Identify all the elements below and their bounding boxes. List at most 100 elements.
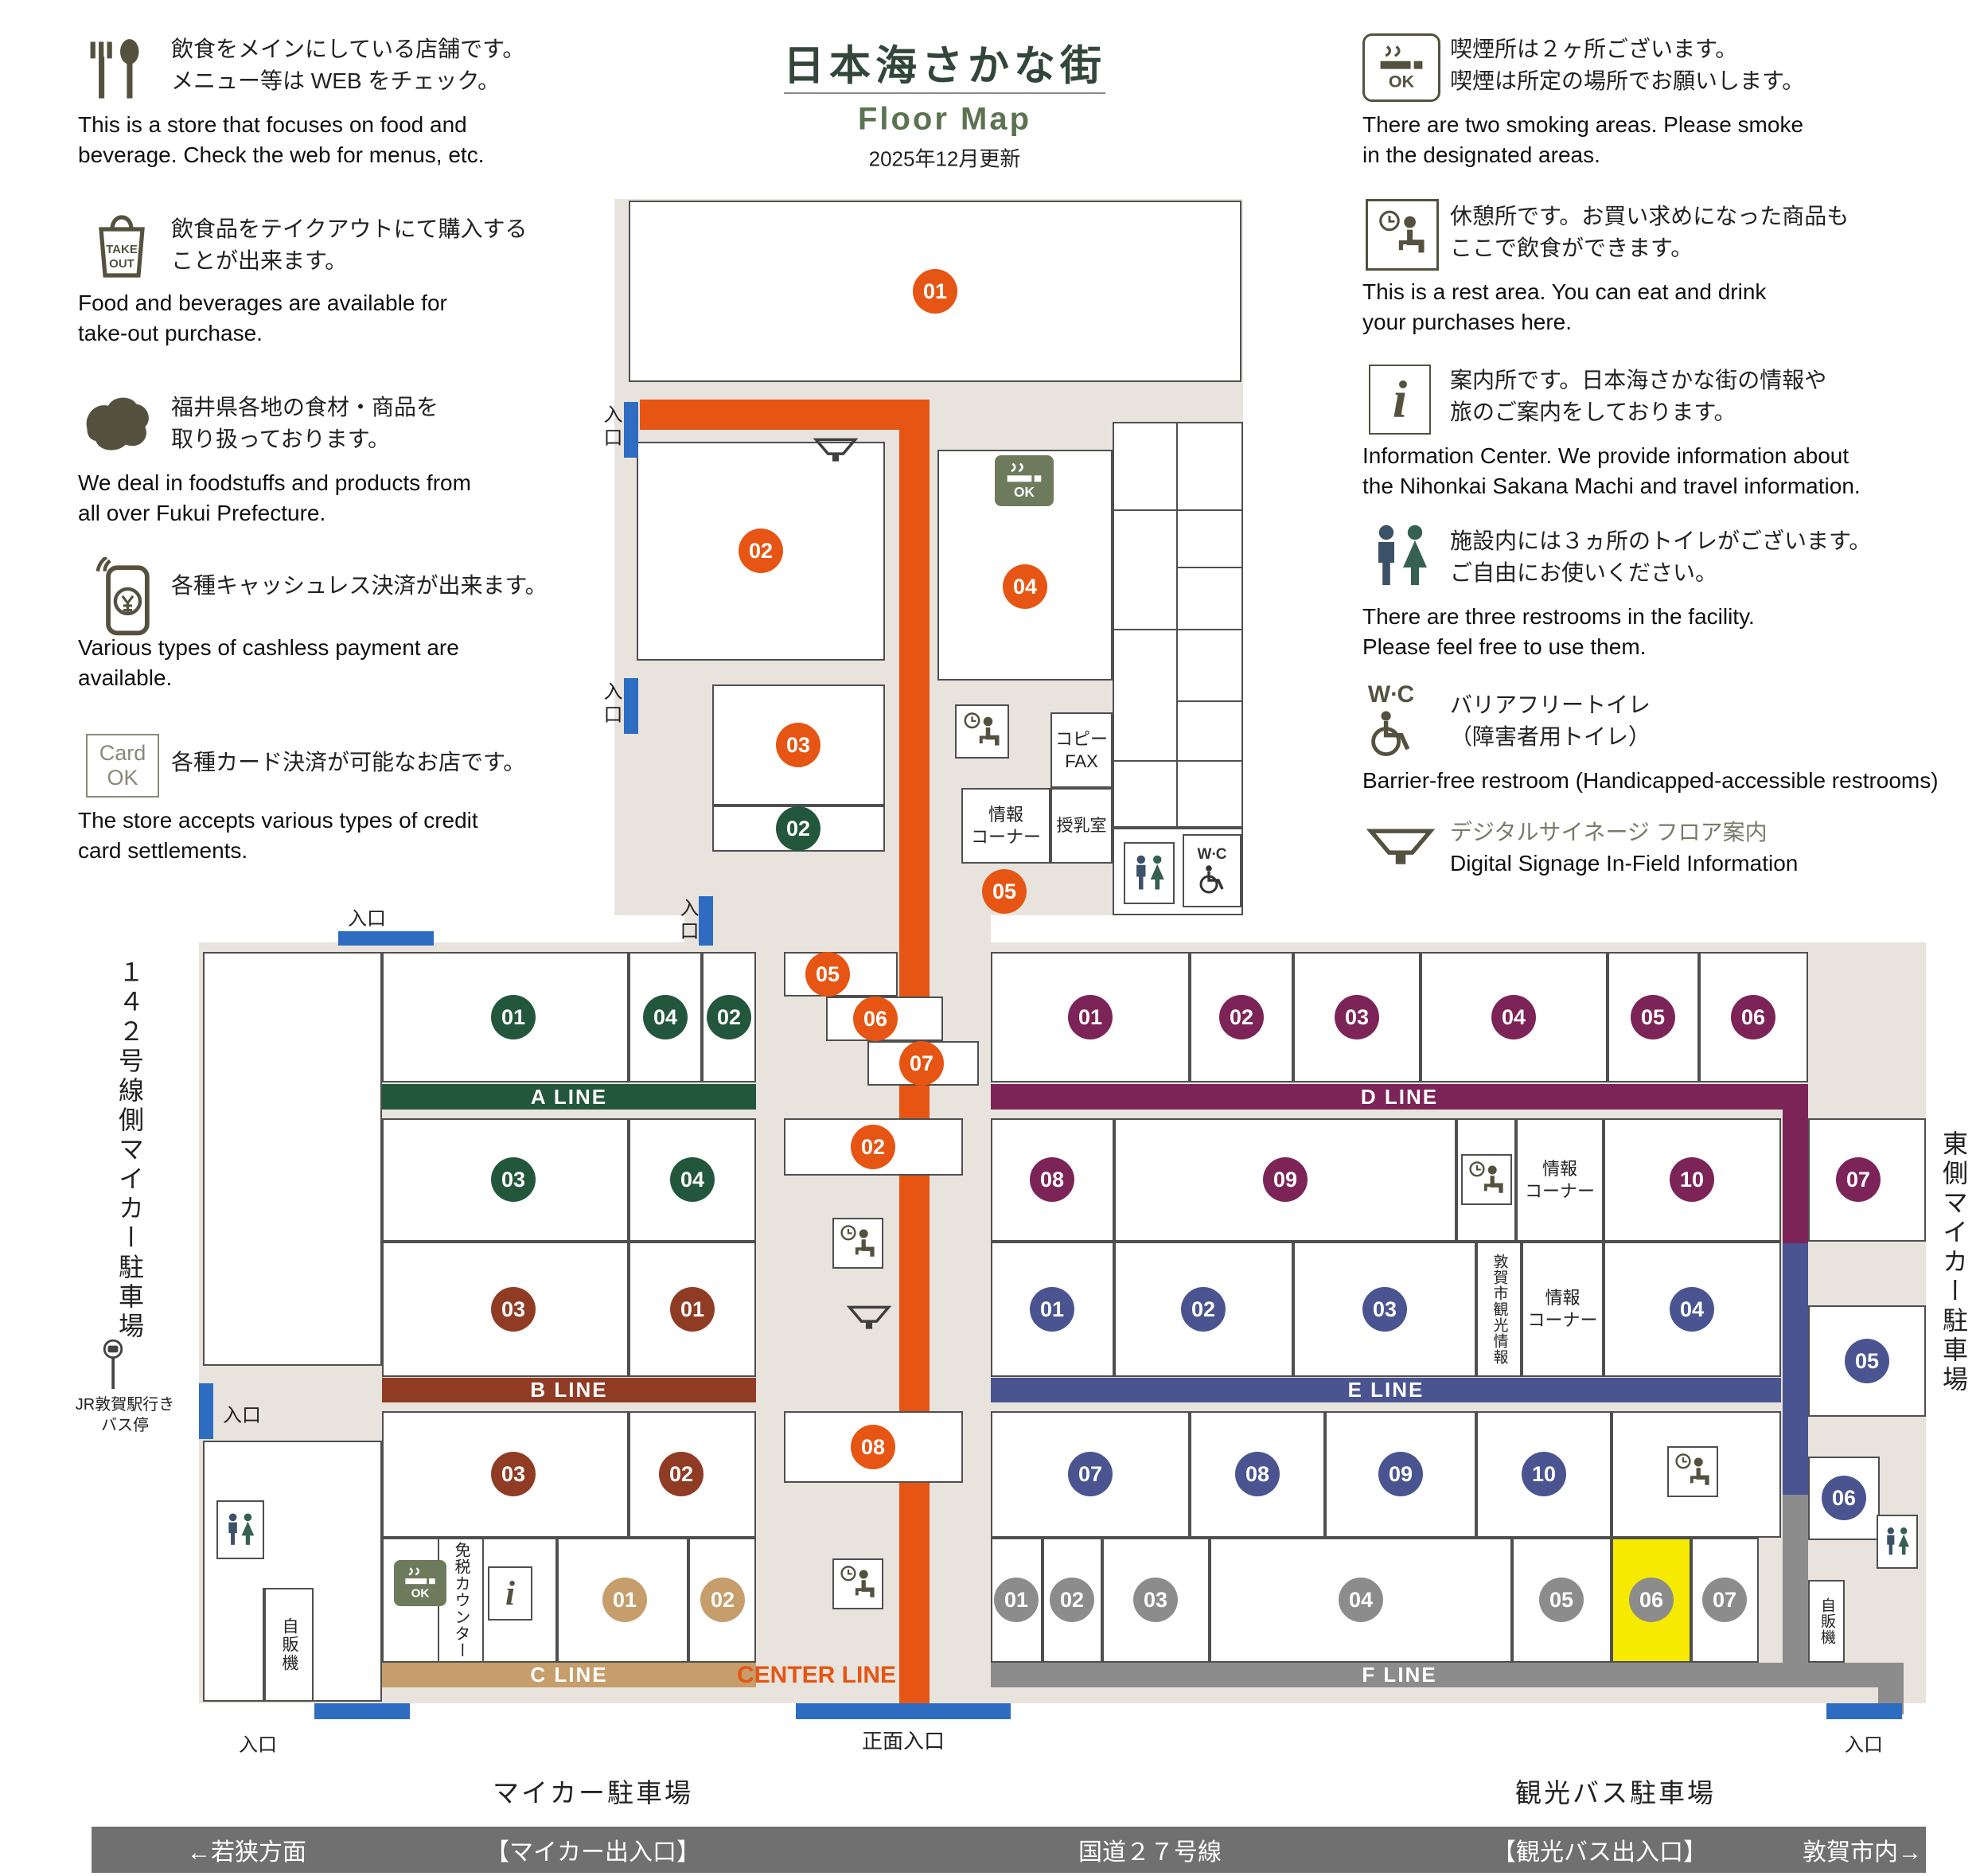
legend-info-jp: 案内所です。日本海さかな街の情報や旅のご案内をしております。 bbox=[1450, 368, 1827, 424]
store-f-02: 02 bbox=[1050, 1578, 1094, 1622]
bus-stop-label: JR敦賀駅行きバス停 bbox=[75, 1396, 175, 1434]
signage-icon bbox=[812, 436, 859, 469]
store-top-05: 05 bbox=[982, 869, 1027, 914]
page-subtitle: Floor Map bbox=[857, 101, 1032, 137]
room-divider bbox=[1176, 700, 1243, 702]
takeout-icon bbox=[89, 209, 154, 286]
entrance-label: 入口 bbox=[239, 1734, 277, 1756]
f-line-path bbox=[1808, 1663, 1904, 1687]
cashless-icon bbox=[94, 557, 154, 642]
store-top-01: 01 bbox=[913, 269, 957, 314]
store-f-06: 06 bbox=[1629, 1578, 1674, 1622]
rest-area-icon bbox=[1366, 199, 1439, 271]
legend-card-en: The store accepts various types of credi… bbox=[78, 808, 478, 863]
store-b-03b: 03 bbox=[491, 1452, 536, 1496]
store-e-10: 10 bbox=[1522, 1452, 1566, 1496]
legend-takeout-jp: 飲食品をテイクアウトにて購入することが出来ます。 bbox=[171, 216, 528, 273]
entrance-label: 入口 bbox=[600, 681, 622, 727]
utensils-icon bbox=[80, 37, 153, 107]
road-label-route27: 国道２７号線 bbox=[1078, 1839, 1222, 1866]
store-d-08: 08 bbox=[1030, 1157, 1074, 1202]
legend-fukui-jp: 福井県各地の食材・商品を取り扱っております。 bbox=[171, 395, 439, 451]
title-underline bbox=[784, 92, 1105, 94]
information-icon bbox=[1369, 365, 1431, 435]
restroom-icon bbox=[1124, 842, 1175, 904]
store-d-02: 02 bbox=[1219, 995, 1264, 1039]
room-info-corner: 情報コーナー bbox=[1516, 1118, 1604, 1242]
store-a-03: 03 bbox=[491, 1157, 536, 1202]
entrance-bar bbox=[624, 678, 638, 734]
main-entrance-bar bbox=[796, 1703, 1011, 1719]
room-info-corner: 情報コーナー bbox=[1522, 1242, 1604, 1377]
store-center-05: 05 bbox=[805, 952, 850, 997]
room bbox=[1190, 952, 1293, 1082]
e-line-path bbox=[1783, 1243, 1808, 1495]
store-d-09: 09 bbox=[1263, 1157, 1308, 1202]
wheelchair-icon: W∙C bbox=[1183, 834, 1241, 907]
restroom-icon bbox=[216, 1500, 264, 1559]
signage-icon bbox=[1364, 826, 1437, 873]
store-f-01: 01 bbox=[994, 1578, 1039, 1622]
store-center-02: 02 bbox=[851, 1125, 895, 1169]
store-d-04: 04 bbox=[1491, 995, 1536, 1039]
store-d-05: 05 bbox=[1631, 995, 1675, 1039]
room bbox=[1176, 422, 1243, 828]
entrance-bar bbox=[1826, 1703, 1902, 1719]
b-line-bar: B LINE bbox=[382, 1378, 756, 1402]
legend-info-en: Information Center. We provide informati… bbox=[1362, 443, 1861, 498]
legend-food-jp: 飲食をメインにしている店舗です。メニュー等は WEB をチェック。 bbox=[171, 37, 525, 93]
store-e-04: 04 bbox=[1670, 1287, 1714, 1332]
legend-restroom-jp: 施設内には３ヵ所のトイレがございます。ご自由にお使いください。 bbox=[1450, 528, 1872, 585]
center-line-path bbox=[640, 400, 930, 430]
entrance-bar bbox=[199, 1383, 213, 1439]
store-c-02: 02 bbox=[700, 1578, 745, 1622]
entrance-bar bbox=[624, 402, 638, 458]
right-parking-label: 東側マイカー駐車場 bbox=[1939, 1130, 1968, 1395]
store-top-02: 02 bbox=[739, 528, 783, 573]
room-divider bbox=[1113, 760, 1243, 762]
legend-wc-en: Barrier-free restroom (Handicapped-acces… bbox=[1362, 768, 1939, 793]
store-e-06: 06 bbox=[1822, 1476, 1866, 1520]
store-center-06: 06 bbox=[853, 997, 898, 1041]
legend-wc-jp: バリアフリートイレ（障害者用トイレ） bbox=[1450, 692, 1651, 749]
corridor-area bbox=[684, 914, 991, 946]
rest-area-icon bbox=[1461, 1154, 1512, 1205]
store-c-01: 01 bbox=[602, 1578, 647, 1622]
store-e-08: 08 bbox=[1235, 1452, 1280, 1496]
store-e-02: 02 bbox=[1181, 1287, 1226, 1332]
room-duty-free: 免税カウンター bbox=[438, 1538, 484, 1663]
store-d-10: 10 bbox=[1670, 1157, 1714, 1202]
store-a-02: 02 bbox=[707, 995, 751, 1039]
room-vending: 自販機 bbox=[264, 1588, 314, 1702]
f-line-path bbox=[1783, 1495, 1808, 1663]
store-e-05: 05 bbox=[1845, 1339, 1889, 1383]
store-top-03: 03 bbox=[776, 723, 820, 767]
legend-smoking-jp: 喫煙所は２ヶ所ございます。喫煙は所定の場所でお願いします。 bbox=[1450, 37, 1805, 93]
store-d-06: 06 bbox=[1731, 995, 1775, 1039]
store-center-08: 08 bbox=[851, 1425, 895, 1469]
room bbox=[1808, 1457, 1880, 1540]
room-divider bbox=[1113, 509, 1243, 511]
legend-rest-jp: 休憩所です。お買い求めになった商品もここで飲食ができます。 bbox=[1450, 204, 1849, 260]
left-parking-label: １４２号線側マイカー駐車場 bbox=[115, 959, 144, 1342]
room-tourist-info: 敦賀市観光情報 bbox=[1476, 1242, 1522, 1377]
entrance-label: 入口 bbox=[223, 1405, 261, 1426]
room-nursing: 授乳室 bbox=[1050, 788, 1113, 864]
center-line-label: CENTER LINE bbox=[736, 1662, 896, 1688]
fukui-icon bbox=[78, 390, 156, 461]
legend-signage-en: Digital Signage In-Field Information bbox=[1450, 851, 1799, 876]
restroom-icon bbox=[1366, 521, 1436, 595]
room bbox=[203, 952, 382, 1366]
legend-rest-en: This is a rest area. You can eat and dri… bbox=[1362, 279, 1767, 334]
store-center-07: 07 bbox=[899, 1041, 944, 1086]
e-line-bar: E LINE bbox=[991, 1378, 1781, 1402]
store-b-01: 01 bbox=[670, 1287, 715, 1332]
store-f-07: 07 bbox=[1702, 1578, 1747, 1622]
information-icon bbox=[488, 1566, 532, 1621]
store-a-04b: 04 bbox=[670, 1157, 715, 1202]
legend-cashless-jp: 各種キャッシュレス決済が出来ます。 bbox=[171, 573, 548, 598]
